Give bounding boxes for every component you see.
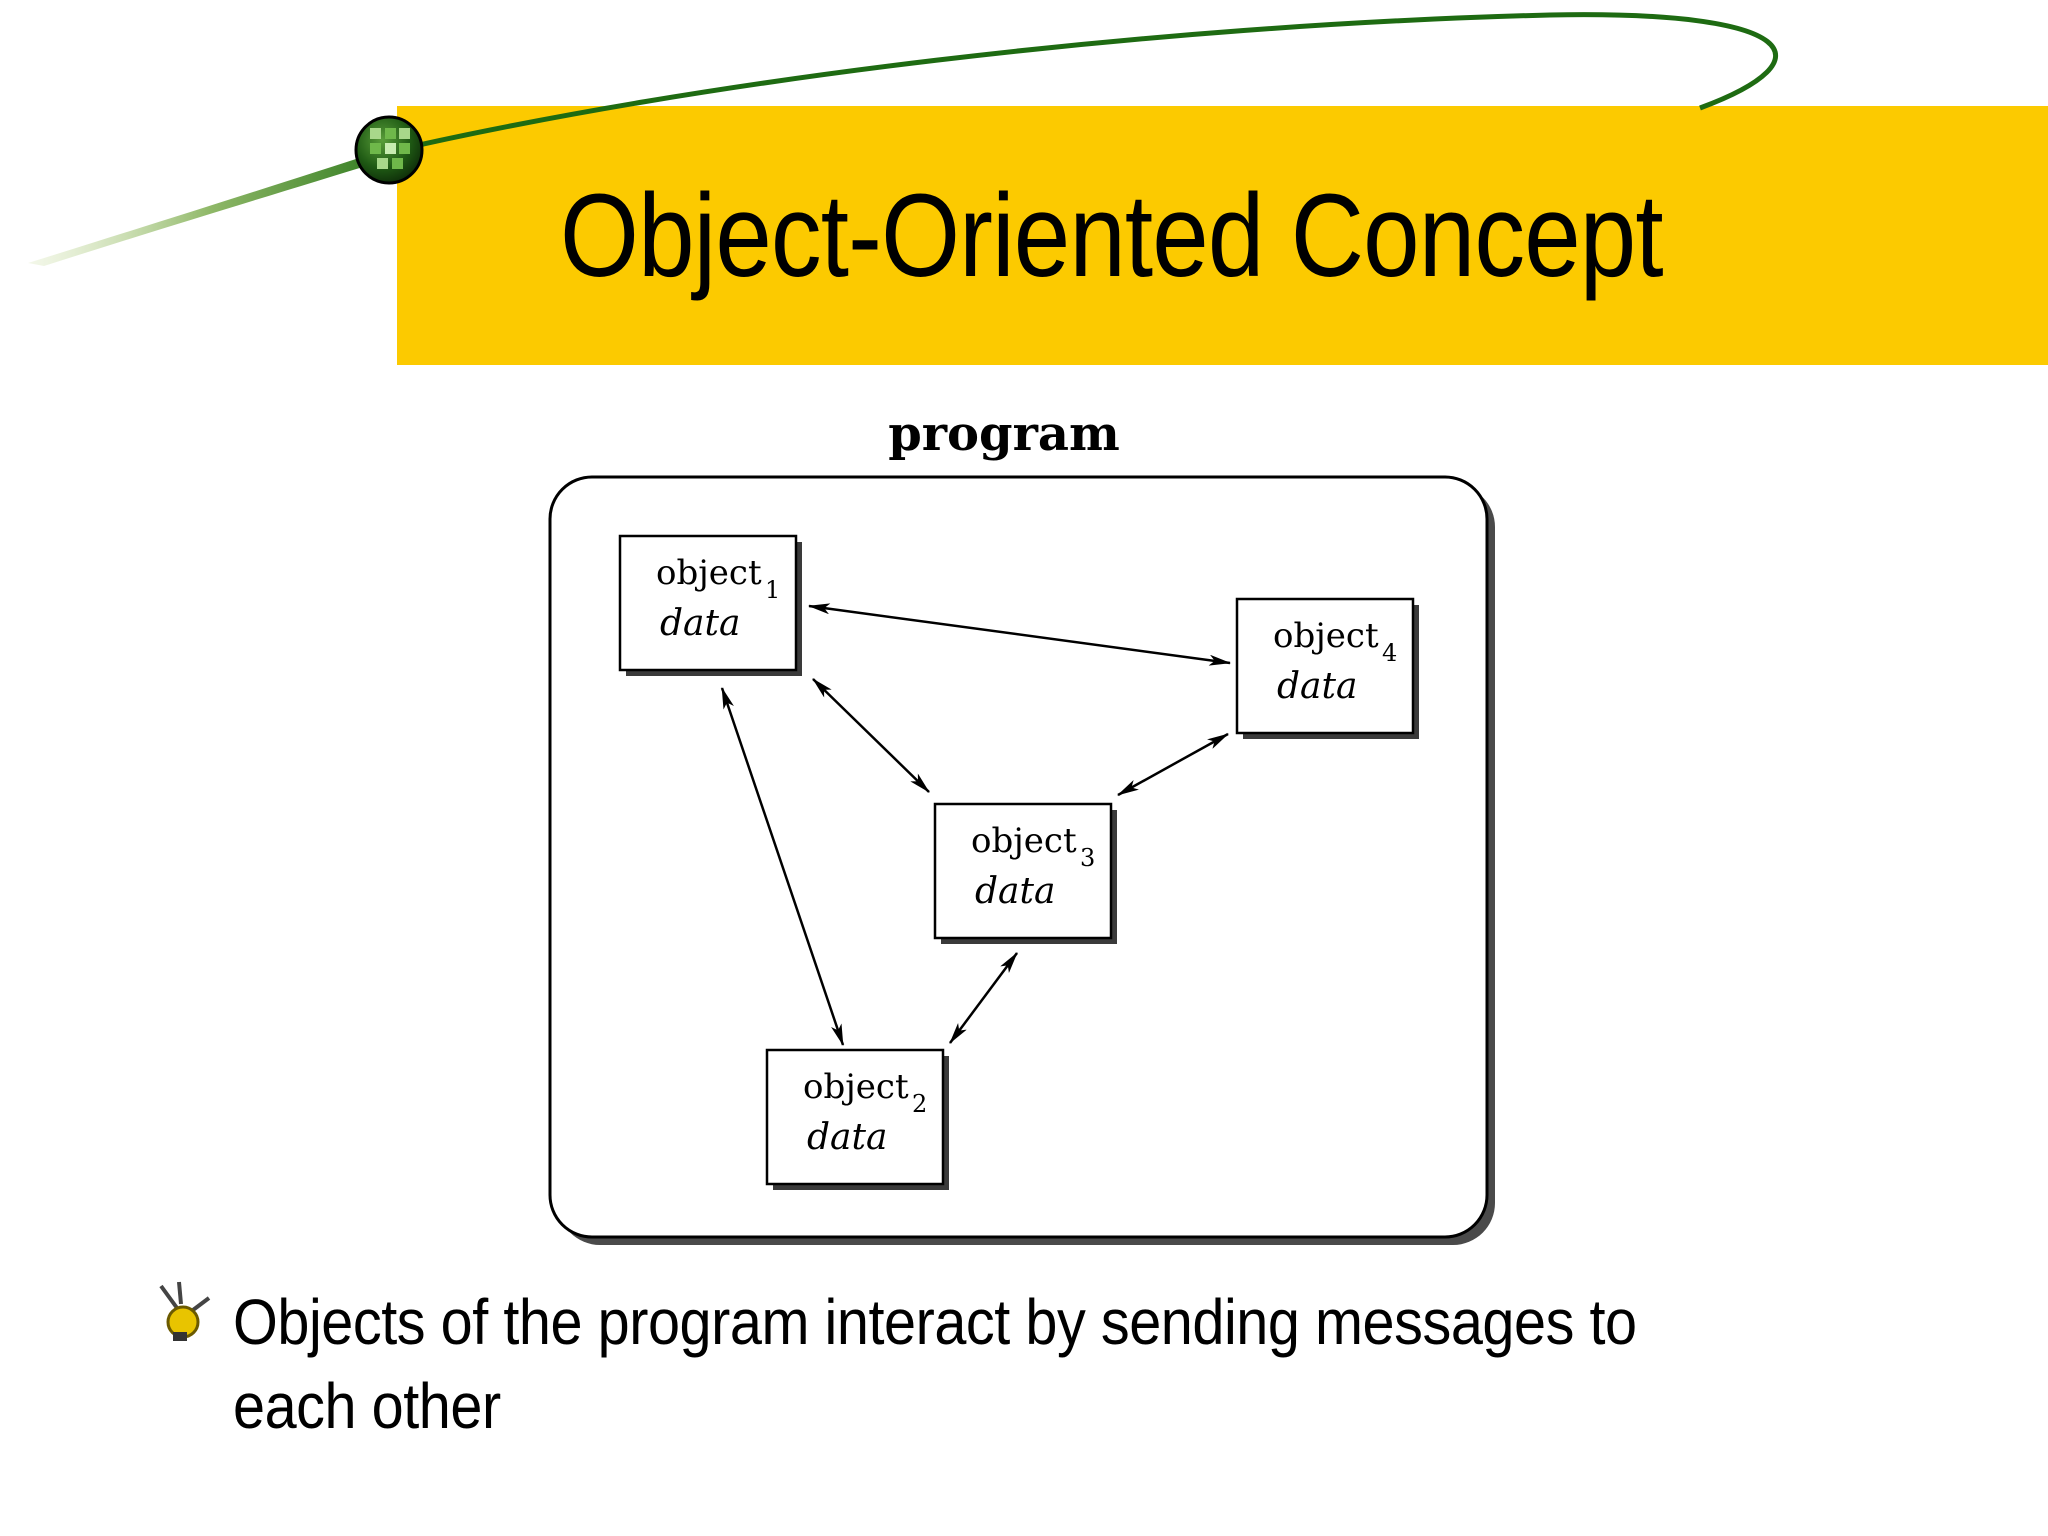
object-field: data: [660, 603, 740, 644]
object-subscript: 4: [1382, 639, 1397, 667]
object-subscript: 3: [1080, 844, 1095, 872]
bullet-text: Objects of the program interact by sendi…: [233, 1286, 1637, 1442]
object-subscript: 2: [912, 1090, 927, 1118]
object-name: object: [971, 821, 1077, 861]
object-field: data: [975, 871, 1055, 912]
object-subscript: 1: [765, 576, 780, 604]
object-name: object: [656, 553, 762, 593]
program-label: program: [888, 406, 1120, 462]
object-box-frame: [765, 1048, 945, 1186]
message-arrows: [720, 603, 1232, 1047]
slide-title: Object-Oriented Concept: [560, 170, 1664, 302]
object-box-frame: [933, 802, 1113, 940]
message-arrow-object4-object3: [1117, 732, 1229, 797]
message-arrow-object3-object2: [948, 952, 1019, 1044]
object-field: data: [807, 1117, 887, 1158]
light-bulb-icon: [159, 1281, 211, 1341]
message-arrow-object1-object4: [807, 603, 1232, 666]
object-name: object: [803, 1067, 909, 1107]
object-box-frame: [618, 534, 798, 672]
object-box-frame: [1235, 597, 1415, 735]
message-arrow-object1-object2: [720, 686, 845, 1047]
object-name: object: [1273, 616, 1379, 656]
object-field: data: [1277, 666, 1357, 707]
